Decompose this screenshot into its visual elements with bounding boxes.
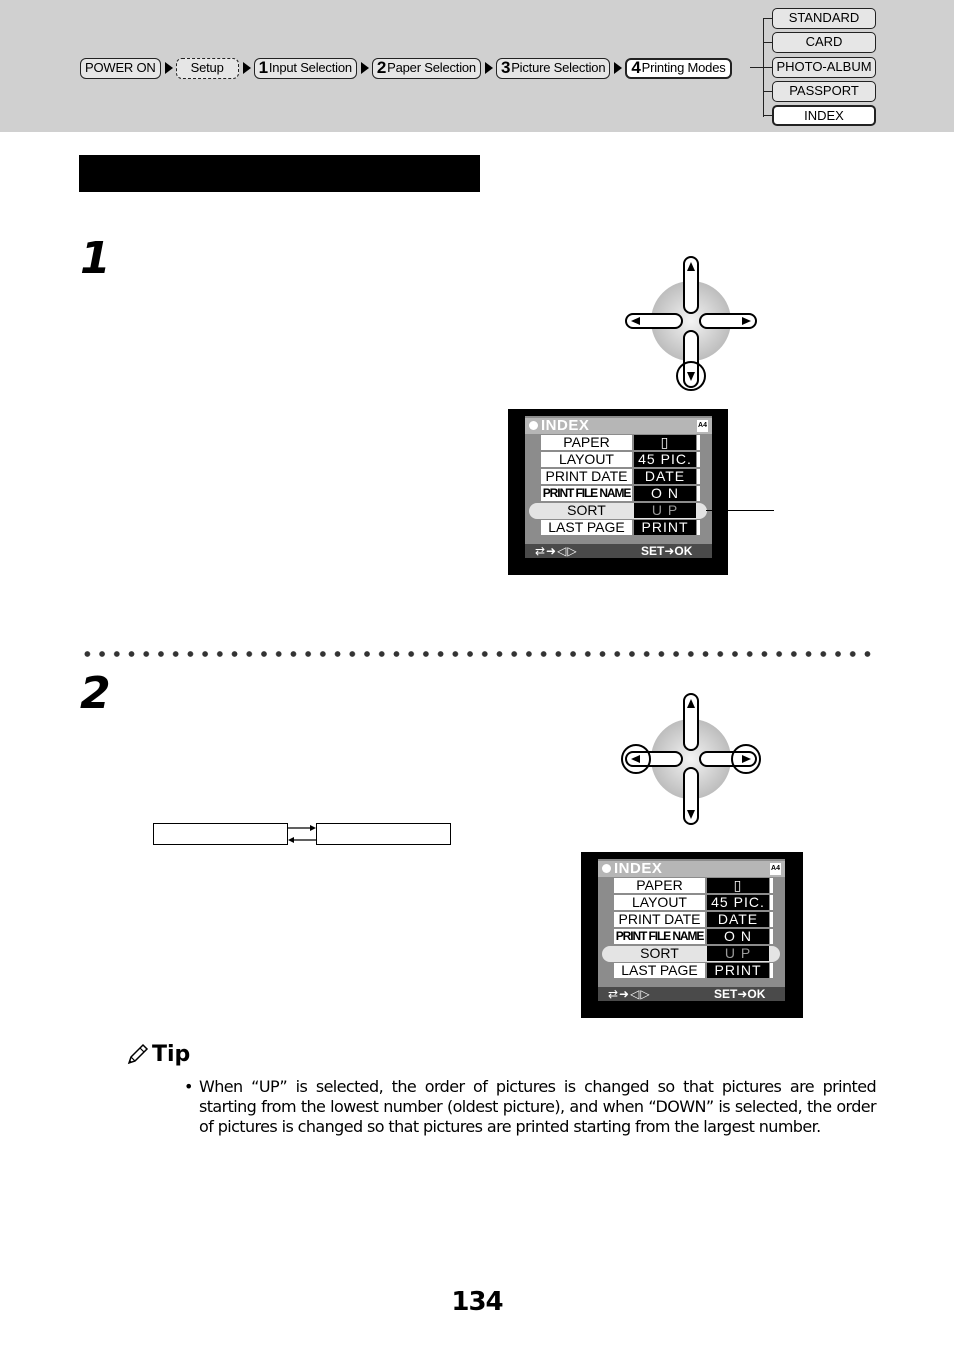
lcd-title: INDEX (614, 860, 663, 877)
lcd-value: PRINT (634, 520, 696, 535)
section-title-bar (79, 155, 480, 192)
lcd-label: PRINT DATE (541, 469, 632, 484)
mode-card[interactable]: CARD (772, 32, 876, 53)
lcd-value: 45 PIC. (634, 452, 696, 467)
mode-passport[interactable]: PASSPORT (772, 81, 876, 102)
lcd-footer-left: ⇄➜◁▷ (608, 987, 651, 1001)
crumb-label: Input Selection (268, 60, 352, 75)
dotted-separator (80, 650, 876, 658)
toggle-option-box (153, 823, 288, 845)
lcd-row-paper: PAPER▯ (541, 435, 700, 451)
lcd-label: PRINT FILE NAME (541, 486, 632, 501)
lcd-value: 45 PIC. (707, 895, 769, 910)
mode-index[interactable]: INDEX (772, 105, 876, 126)
toggle-arrows-icon (287, 825, 317, 843)
connector-line (750, 67, 764, 68)
lcd-footer: ⇄➜◁▷ SET➜OK (525, 544, 712, 558)
tip-heading: Tip (126, 1040, 190, 1068)
lcd-dot-icon (602, 864, 611, 873)
lcd-label: SORT (541, 503, 632, 518)
lcd-dot-icon (529, 421, 538, 430)
lcd-label: LAYOUT (614, 895, 705, 910)
crumb-number: 2 (376, 58, 387, 77)
page-number: 134 (451, 1287, 503, 1317)
arrow-icon (164, 62, 173, 74)
tip-body: When “UP” is selected, the order of pict… (199, 1077, 877, 1136)
crumb-label: POWER ON (85, 60, 156, 75)
dpad-left-right-icon (621, 693, 761, 825)
callout-line (706, 510, 774, 511)
mode-bracket (763, 18, 773, 117)
lcd-footer: ⇄➜◁▷ SET➜OK (598, 987, 785, 1001)
lcd-title-bar: INDEX A4 (525, 417, 712, 434)
lcd-value: ▯ (634, 435, 696, 450)
lcd-footer-left: ⇄➜◁▷ (535, 544, 578, 558)
lcd-label: LAST PAGE (541, 520, 632, 535)
lcd-label: LAST PAGE (614, 963, 705, 978)
lcd-value: U P (634, 503, 696, 518)
lcd-title-bar: INDEX A4 (598, 860, 785, 877)
crumb-label: Picture Selection (511, 60, 606, 75)
mode-standard[interactable]: STANDARD (772, 8, 876, 29)
lcd-label: PRINT DATE (614, 912, 705, 927)
paper-size-icon: A4 (697, 420, 708, 432)
paper-size-icon: A4 (770, 863, 781, 875)
lcd-label: LAYOUT (541, 452, 632, 467)
dpad-down-icon (625, 256, 757, 391)
arrow-icon (360, 62, 369, 74)
toggle-option-box (316, 823, 451, 845)
crumb-power-on[interactable]: POWER ON (80, 57, 161, 79)
arrow-icon (614, 62, 623, 74)
lcd-footer-right: SET➜OK (641, 544, 693, 558)
lcd-row-paper: PAPER▯ (614, 878, 773, 894)
crumb-label: Setup (190, 60, 224, 75)
step-number: 1 (80, 233, 111, 284)
lcd-title: INDEX (541, 417, 590, 434)
lcd-label: PAPER (541, 435, 632, 450)
step-number: 2 (80, 668, 111, 719)
lcd-value: ▯ (707, 878, 769, 893)
pencil-icon (127, 1043, 149, 1065)
crumb-label: Printing Modes (641, 60, 726, 75)
lcd-value: PRINT (707, 963, 769, 978)
arrow-icon (242, 62, 251, 74)
crumb-label: Paper Selection (387, 60, 476, 75)
tip-text: • When “UP” is selected, the order of pi… (184, 1077, 877, 1137)
crumb-number: 3 (500, 58, 511, 77)
lcd-value: U P (707, 946, 769, 961)
lcd-value: DATE (707, 912, 769, 927)
tip-label: Tip (152, 1041, 191, 1067)
mode-photo-album[interactable]: PHOTO-ALBUM (772, 57, 876, 78)
lcd-value: O N (707, 929, 769, 944)
arrow-icon (484, 62, 493, 74)
lcd-value: O N (634, 486, 696, 501)
lcd-value: DATE (634, 469, 696, 484)
crumb-number: 4 (631, 58, 641, 77)
lcd-label: PAPER (614, 878, 705, 893)
bullet: • (184, 1077, 193, 1096)
crumb-number: 1 (258, 58, 268, 77)
lcd-footer-right: SET➜OK (714, 987, 766, 1001)
lcd-label: PRINT FILE NAME (614, 929, 705, 944)
lcd-label: SORT (614, 946, 705, 961)
crumb-setup[interactable]: Setup (175, 57, 239, 79)
